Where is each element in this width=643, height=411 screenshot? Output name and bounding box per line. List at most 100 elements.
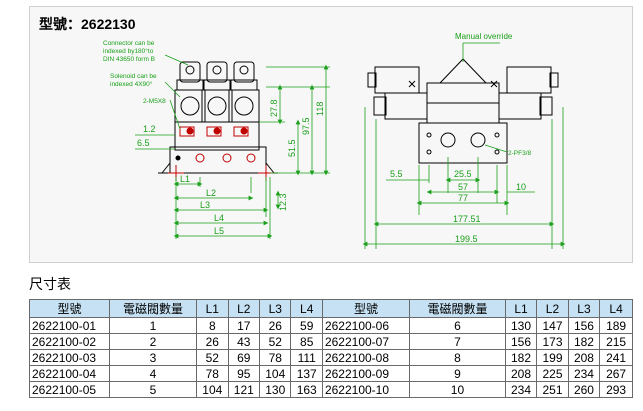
dim-25-5: 25.5 [454, 169, 472, 179]
model-title: 型號：2622130 [39, 16, 136, 32]
dim-97-5: 97.5 [301, 117, 311, 135]
dimension-table-title: 尺寸表 [29, 276, 71, 292]
cell-l3: 52 [259, 333, 292, 350]
cell-l3: 104 [259, 365, 292, 382]
cell-l2: 147 [536, 317, 569, 334]
cell-l4: 111 [290, 349, 323, 366]
table-row: 2622100-05 5 104 121 130 163 2622100-10 … [29, 381, 633, 398]
dim-77: 77 [458, 193, 468, 203]
cell-l2: 225 [536, 365, 569, 382]
cell-model: 2622100-08 [321, 349, 411, 366]
cell-l4: 215 [599, 333, 633, 350]
side-notes: Manual override 2-PF3/8 [455, 32, 532, 157]
table-row: 2622100-04 4 78 95 104 137 2622100-09 9 … [29, 365, 633, 382]
cell-l4: 59 [290, 317, 323, 334]
front-vertical-dims: 27.8 97.5 118 51.5 [269, 99, 325, 157]
connector-heads [176, 61, 258, 91]
cell-model: 2622100-01 [29, 317, 110, 334]
dim-27-8: 27.8 [269, 99, 279, 117]
header-l4: L4 [599, 299, 633, 318]
header-l3: L3 [259, 299, 292, 318]
cell-count: 4 [108, 365, 198, 382]
cell-l2: 251 [536, 381, 569, 398]
dim-199-5: 199.5 [455, 234, 478, 244]
cell-l1: 208 [504, 365, 538, 382]
cell-l4: 163 [290, 381, 323, 398]
cell-l1: 78 [196, 365, 229, 382]
dim-10: 10 [516, 182, 526, 192]
note-port-pf: 2-PF3/8 [508, 150, 532, 157]
header-l1: L1 [504, 299, 538, 318]
table-row: 2622100-03 3 52 69 78 111 2622100-08 8 1… [29, 349, 633, 366]
dim-L3: L3 [200, 200, 210, 210]
header-valve-count: 電磁閥數量 [409, 299, 506, 318]
cell-l4: 293 [599, 381, 633, 398]
cell-model: 2622100-03 [29, 349, 110, 366]
dim-1-2: 1.2 [143, 124, 156, 134]
front-left-dims: 1.2 6.5 [137, 124, 156, 148]
cell-l2: 95 [227, 365, 261, 382]
side-view [367, 58, 559, 164]
cell-model: 2622100-09 [321, 365, 411, 382]
dim-6-5: 6.5 [137, 138, 150, 148]
cell-l2: 121 [227, 381, 261, 398]
cell-count: 10 [409, 381, 506, 398]
cell-l4: 137 [290, 365, 323, 382]
cell-l3: 26 [259, 317, 292, 334]
note-connector-3: DIN 43650 form B [103, 56, 155, 63]
dim-5-5: 5.5 [390, 169, 403, 179]
cell-l3: 208 [567, 349, 601, 366]
cell-l1: 8 [196, 317, 229, 334]
note-manual-override: Manual override [455, 32, 513, 41]
cell-model: 2622100-07 [321, 333, 411, 350]
cell-l1: 52 [196, 349, 229, 366]
technical-drawing-panel: 型號：2622130 [29, 6, 633, 263]
cell-model: 2622100-10 [321, 381, 411, 398]
front-notes: Connector can be indexed by180°to DIN 43… [103, 40, 166, 105]
cell-l1: 104 [196, 381, 229, 398]
dim-118: 118 [315, 102, 325, 116]
side-dims: 5.5 25.5 57 10 77 177.51 199.5 [390, 169, 526, 244]
cell-l1: 130 [504, 317, 538, 334]
drawing-svg: Connector can be indexed by180°to DIN 43… [103, 32, 566, 249]
table-row: 2622100-02 2 26 43 52 85 2622100-07 7 15… [29, 333, 633, 350]
cell-l4: 267 [599, 365, 633, 382]
cell-l2: 69 [227, 349, 261, 366]
cell-model: 2622100-04 [29, 365, 110, 382]
cell-count: 1 [108, 317, 198, 334]
header-l2: L2 [536, 299, 569, 318]
cell-l3: 78 [259, 349, 292, 366]
cell-count: 6 [409, 317, 506, 334]
header-model: 型號 [321, 299, 411, 318]
note-solenoid-2: indexed 4X90° [110, 80, 153, 88]
cell-model: 2622100-06 [321, 317, 411, 334]
cell-count: 2 [108, 333, 198, 350]
cell-l2: 17 [227, 317, 261, 334]
cell-l3: 234 [567, 365, 601, 382]
cell-l1: 156 [504, 333, 538, 350]
note-connector-1: Connector can be [103, 40, 155, 47]
dim-L2: L2 [206, 188, 216, 198]
cell-l3: 130 [259, 381, 292, 398]
dimension-table: 型號 電磁閥數量 L1 L2 L3 L4 型號 電磁閥數量 L1 L2 L3 L… [29, 299, 633, 398]
cell-count: 7 [409, 333, 506, 350]
front-view [158, 61, 278, 174]
cell-l2: 43 [227, 333, 261, 350]
cell-model: 2622100-02 [29, 333, 110, 350]
table-header-row: 型號 電磁閥數量 L1 L2 L3 L4 型號 電磁閥數量 L1 L2 L3 L… [29, 299, 633, 318]
dim-L1: L1 [180, 174, 190, 184]
cell-l3: 260 [567, 381, 601, 398]
header-valve-count: 電磁閥數量 [108, 299, 198, 318]
cell-l4: 241 [599, 349, 633, 366]
cell-l3: 156 [567, 317, 601, 334]
header-l3: L3 [567, 299, 601, 318]
header-l2: L2 [227, 299, 261, 318]
cell-count: 9 [409, 365, 506, 382]
front-length-dims: L1 L2 L3 12.3 L4 L5 [180, 174, 288, 236]
cell-l1: 234 [504, 381, 538, 398]
header-l1: L1 [196, 299, 229, 318]
note-solenoid-1: Solenoid can be [110, 73, 157, 80]
cell-l4: 189 [599, 317, 633, 334]
dim-L4: L4 [214, 213, 224, 223]
cell-l4: 85 [290, 333, 323, 350]
